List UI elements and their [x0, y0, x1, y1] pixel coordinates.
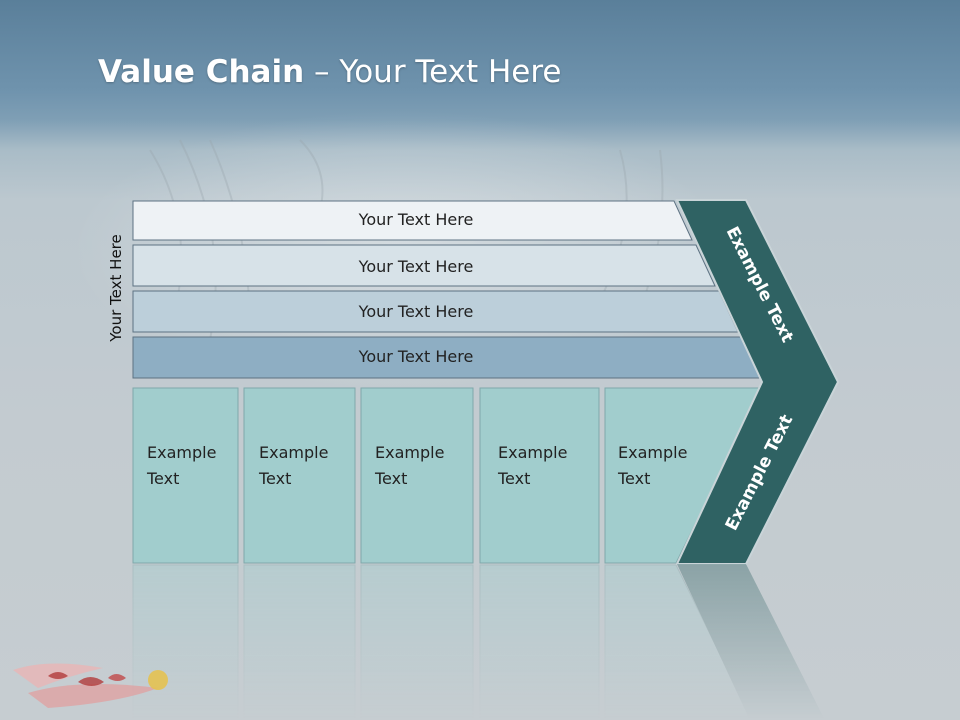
primary-box-2: Example Text [243, 387, 356, 564]
support-bar-1: Your Text Here [132, 200, 693, 241]
primary-box-2-shape [243, 387, 356, 564]
primary-box-1-shape [132, 387, 239, 564]
primary-box-3-line1: Example [375, 443, 444, 462]
primary-box-5-line1: Example [618, 443, 687, 462]
support-bar-2-shape [132, 244, 716, 287]
support-bar-3: Your Text Here [132, 290, 739, 333]
primary-box-3-line2: Text [374, 469, 407, 488]
support-bar-3-label: Your Text Here [358, 302, 474, 321]
support-bar-2-label: Your Text Here [358, 257, 474, 276]
primary-box-1: Example Text [132, 387, 239, 564]
support-bar-2: Your Text Here [132, 244, 716, 287]
primary-box-4-shape [479, 387, 600, 564]
primary-box-4-line1: Example [498, 443, 567, 462]
logo [13, 663, 168, 708]
support-bar-4-label: Your Text Here [358, 347, 474, 366]
primary-box-5-shape [604, 387, 763, 564]
primary-box-3-shape [360, 387, 474, 564]
primary-box-2-line1: Example [259, 443, 328, 462]
support-bar-1-label: Your Text Here [358, 210, 474, 229]
primary-box-2-line2: Text [258, 469, 291, 488]
support-bar-1-shape [132, 200, 693, 241]
title-bold: Value Chain [98, 54, 305, 90]
side-label: Your Text Here [107, 234, 125, 342]
slide-title: Value Chain – Your Text Here [98, 54, 561, 90]
primary-box-3: Example Text [360, 387, 474, 564]
diagram-reflection [132, 564, 825, 720]
support-bars: Your Text Here Your Text Here Your Text … [132, 200, 763, 379]
primary-box-4-line2: Text [497, 469, 530, 488]
primary-box-1-line1: Example [147, 443, 216, 462]
primary-box-4: Example Text [479, 387, 600, 564]
primary-box-5-line2: Text [617, 469, 650, 488]
title-rest: – Your Text Here [304, 54, 562, 90]
primary-box-1-line2: Text [146, 469, 179, 488]
margin-chevron: Example Text Example Text [675, 199, 840, 565]
primary-boxes: Example Text Example Text Example Text E… [132, 387, 763, 564]
support-bar-4: Your Text Here [132, 336, 763, 379]
primary-box-5: Example Text [604, 387, 763, 564]
